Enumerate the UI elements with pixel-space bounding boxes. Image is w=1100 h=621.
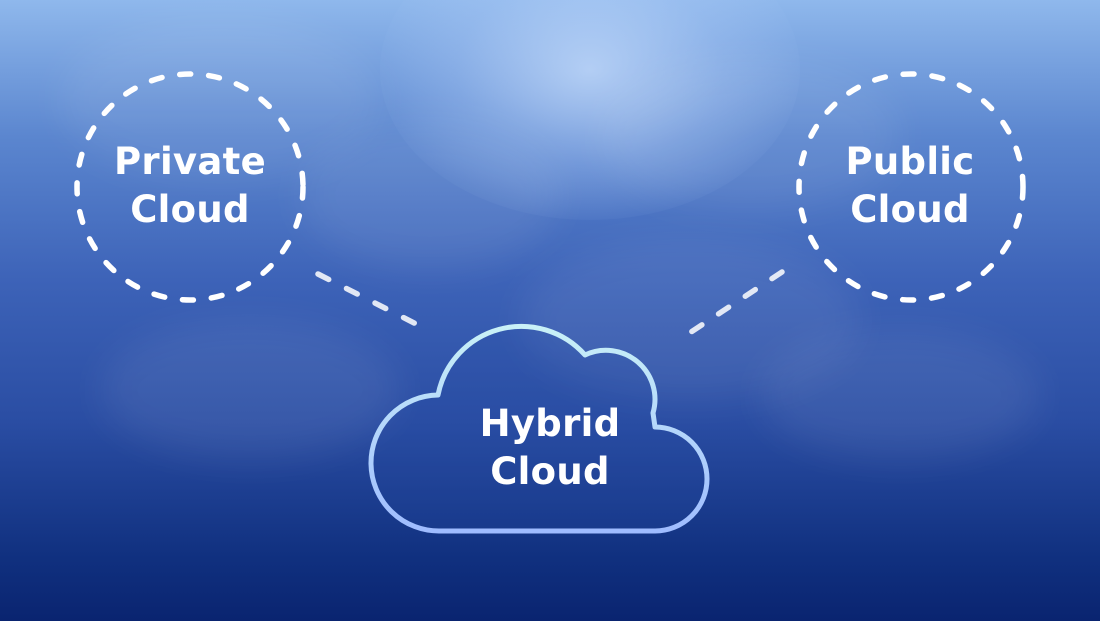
cloud-haze bbox=[100, 320, 400, 460]
private-to-hybrid-connector bbox=[315, 271, 427, 331]
public-cloud-circle bbox=[796, 71, 1026, 303]
hybrid-cloud-label-line1: Hybrid bbox=[479, 402, 621, 445]
hybrid-cloud-label-line2: Cloud bbox=[490, 450, 610, 493]
cloud-haze bbox=[300, 120, 560, 270]
public-cloud-label-line1: Public bbox=[845, 140, 975, 183]
public-to-hybrid-connector bbox=[679, 269, 785, 341]
cloud-haze bbox=[600, 60, 900, 210]
private-cloud-label-line1: Private bbox=[113, 140, 266, 183]
public-cloud-label-line2: Cloud bbox=[850, 188, 970, 231]
hybrid-cloud-label: Hybrid Cloud bbox=[430, 400, 670, 496]
private-cloud-label-line2: Cloud bbox=[130, 188, 250, 231]
cloud-haze bbox=[60, 20, 380, 180]
cloud-haze bbox=[520, 240, 860, 400]
cloud-haze bbox=[760, 330, 1040, 460]
private-cloud-label: Private Cloud bbox=[70, 138, 310, 234]
hybrid-cloud-shape bbox=[368, 323, 710, 534]
private-cloud-circle bbox=[74, 71, 306, 303]
public-cloud-label: Public Cloud bbox=[790, 138, 1030, 234]
